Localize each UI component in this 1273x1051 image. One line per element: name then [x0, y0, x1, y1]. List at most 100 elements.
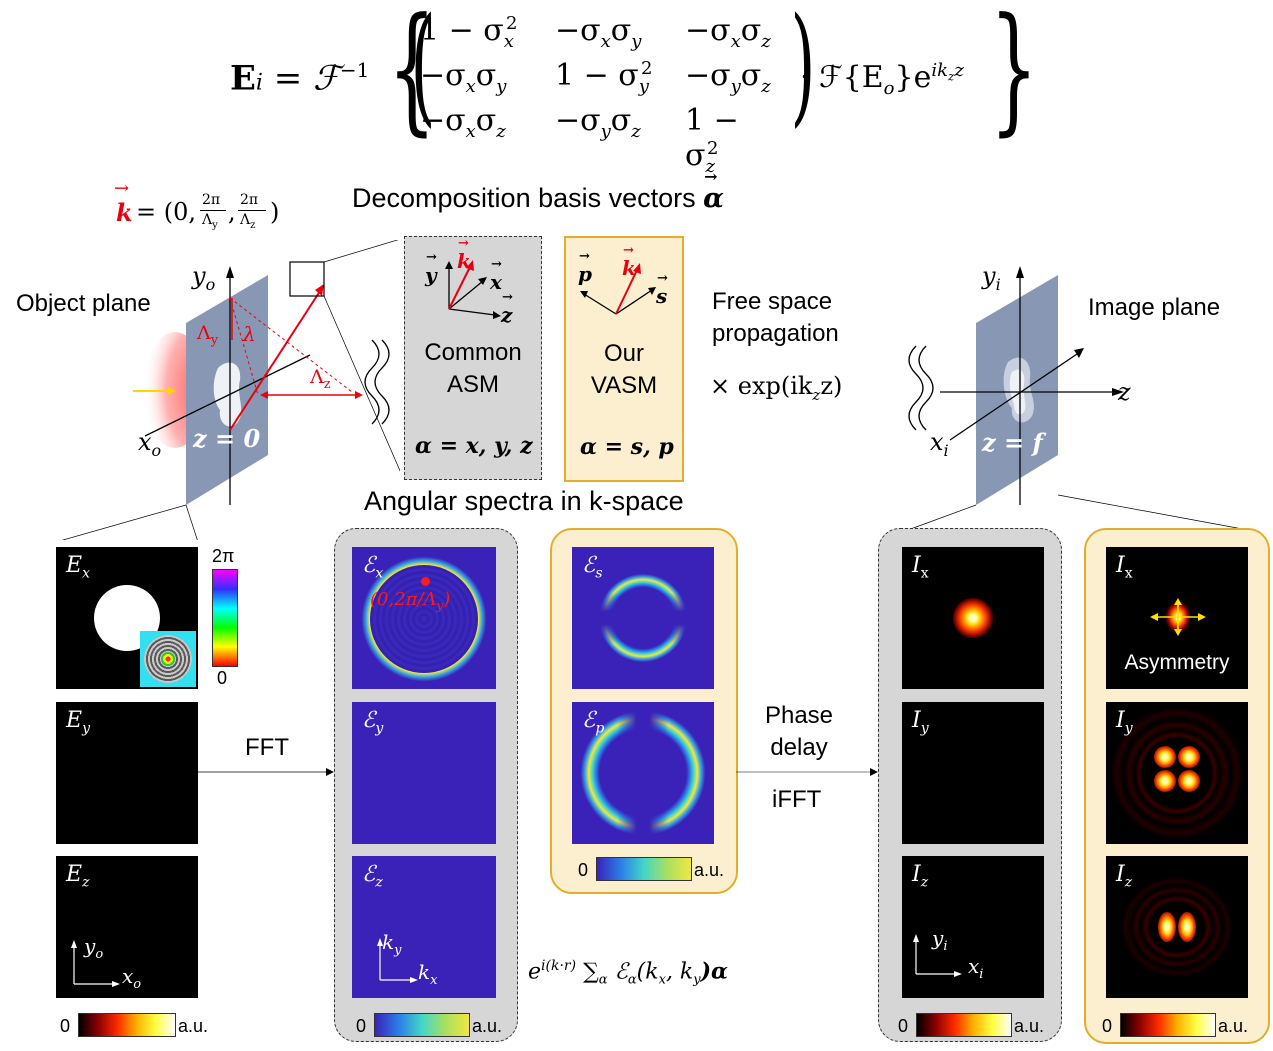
- eq-finv: ℱ: [313, 58, 340, 99]
- ifft-label: iFFT: [772, 786, 822, 813]
- iy-vasm-fringes: [1106, 702, 1248, 844]
- plane-wave-expression: ei(k·r) ∑α ℰα(kx, ky)α: [528, 958, 728, 988]
- angular-spectra-heading: Angular spectra in k-space: [364, 486, 684, 516]
- iz-lobe-left: [1158, 912, 1176, 942]
- spectra-colorbar-unit: a.u.: [472, 1016, 503, 1036]
- calep-spectrum-panel: ℰp: [572, 702, 714, 844]
- decomposition-heading: Decomposition basis vectors →α: [352, 167, 724, 214]
- our-vasm-basis: α = s, p: [580, 434, 674, 460]
- iy-lobe-2: [1178, 746, 1200, 768]
- iz-common-label: Iz: [912, 862, 929, 891]
- spectra-colorbar: [374, 1013, 470, 1037]
- sp-basis-diagram: [580, 263, 656, 315]
- image-y-axis-label: yi: [982, 262, 1001, 294]
- our-vasm-box: →p →k →s Our VASM α = s, p: [564, 236, 684, 482]
- spectra-colorbar-zero: 0: [356, 1016, 367, 1036]
- intensity-colorbar-zero: 0: [898, 1016, 909, 1036]
- vasm-p-vector: →p: [578, 249, 592, 286]
- eq-close-paren: ): [790, 0, 816, 140]
- ix-common-label: Ix: [912, 553, 929, 582]
- propagation-equation: Ei = ℱ−1 { ( ) } 1 − σx2 −σxσy −σxσz −σx…: [230, 0, 1039, 177]
- k-symbol: k: [116, 198, 133, 227]
- asm-x-vector: →x: [490, 257, 502, 294]
- object-y-axis-label: yo: [192, 262, 216, 294]
- calep-label: ℰp: [582, 708, 605, 737]
- common-asm-basis: α = x, y, z: [415, 433, 533, 459]
- vasm-s-vector: →s: [656, 271, 668, 308]
- calex-spectrum-panel: ℰx (0,2π/Λy): [352, 547, 496, 689]
- iy-common-label: Iy: [912, 708, 929, 737]
- common-asm-title: Common ASM: [424, 339, 522, 398]
- cales-ring: [579, 554, 707, 682]
- input-colorbar-zero: 0: [60, 1016, 71, 1036]
- iz-vasm-panel: Iz: [1106, 856, 1248, 998]
- intensity-colorbar-unit: a.u.: [1014, 1016, 1045, 1036]
- vasm-spectra-colorbar: [596, 857, 692, 881]
- iz-vasm-label: Iz: [1116, 862, 1133, 891]
- asm-y-vector: →y: [425, 250, 437, 287]
- eq-lhs: E: [230, 58, 256, 99]
- eq-open-brace: {: [387, 0, 437, 149]
- image-plane-zf: z = f: [982, 428, 1043, 457]
- ifft-arrow: [736, 768, 878, 776]
- iz-vasm-fringes: [1106, 856, 1248, 998]
- eq-finv-sup: −1: [339, 58, 370, 82]
- eq-lhs-sub: i: [255, 70, 263, 96]
- iy-lobe-4: [1178, 770, 1200, 792]
- iy-vasm-panel: Iy: [1106, 702, 1248, 844]
- calex-label: ℰx: [362, 553, 384, 582]
- k-space-axes: [377, 938, 418, 983]
- ey-input-panel: Ey: [56, 702, 198, 844]
- calep-ring: [579, 709, 707, 837]
- point-coordinate-label: (0,2π/Λy): [370, 589, 451, 613]
- caley-label: ℰy: [362, 708, 384, 737]
- lambda-y-label: Λy: [197, 322, 219, 348]
- lambda-label: λ: [243, 322, 256, 346]
- phase-colorbar-top: 2π: [212, 546, 235, 566]
- iz-lobe-right: [1178, 912, 1196, 942]
- vasm-k-vector: →k: [622, 243, 636, 280]
- ix-common-panel: Ix: [902, 547, 1044, 689]
- phase-colorbar-bottom: 0: [217, 668, 228, 688]
- axis-kx: kx: [418, 960, 438, 988]
- eq-close-brace: }: [989, 0, 1039, 149]
- input-axis-y: yo: [84, 934, 104, 962]
- cales-spectrum-panel: ℰs: [572, 547, 714, 689]
- phase-colorbar: [212, 569, 238, 667]
- object-plane-z0: z = 0: [193, 424, 261, 453]
- vasm-intensity-colorbar: [1120, 1013, 1216, 1037]
- free-space-label: Free space propagation: [712, 288, 839, 347]
- vasm-spectra-colorbar-zero: 0: [578, 860, 589, 880]
- image-plane-schematic: [907, 266, 1249, 531]
- fft-arrow: [198, 768, 334, 776]
- vasm-intensity-colorbar-zero: 0: [1102, 1016, 1113, 1036]
- input-axes: [71, 940, 120, 987]
- eq-tail: · ℱ{Eo}eikzz: [800, 60, 964, 99]
- cartesian-basis-diagram: [445, 260, 501, 319]
- ix-vasm-label: Ix: [1116, 553, 1133, 582]
- calex-point: [421, 577, 430, 586]
- ix-vasm-panel: Ix Asymmetry: [1106, 547, 1248, 689]
- phase-delay-label: Phase delay: [764, 702, 834, 761]
- iy-vasm-label: Iy: [1116, 708, 1133, 737]
- input-axis-x: xo: [122, 964, 142, 992]
- image-axis-x: xi: [968, 954, 984, 982]
- object-plane-label: Object plane: [16, 290, 151, 317]
- object-shape: [213, 362, 242, 427]
- iy-common-panel: Iy: [902, 702, 1044, 844]
- caley-spectrum-panel: ℰy: [352, 702, 496, 844]
- eq-equals: =: [273, 58, 314, 99]
- image-axes: [913, 934, 962, 977]
- calez-label: ℰz: [362, 862, 383, 891]
- asymmetry-label: Asymmetry: [1124, 651, 1230, 674]
- image-axis-y: yi: [932, 926, 948, 954]
- ey-label: Ey: [66, 708, 90, 737]
- ex-label: Ex: [66, 553, 90, 582]
- eq-open-paren: (: [410, 0, 436, 140]
- common-asm-box: →y →k →x →z Common ASM α = x, y, z: [404, 236, 542, 480]
- iy-lobe-1: [1154, 746, 1176, 768]
- image-plane-label: Image plane: [1088, 294, 1221, 321]
- fft-label: FFT: [245, 734, 289, 761]
- image-z-axis-label: z: [1118, 378, 1131, 406]
- ix-common-spot: [953, 598, 993, 638]
